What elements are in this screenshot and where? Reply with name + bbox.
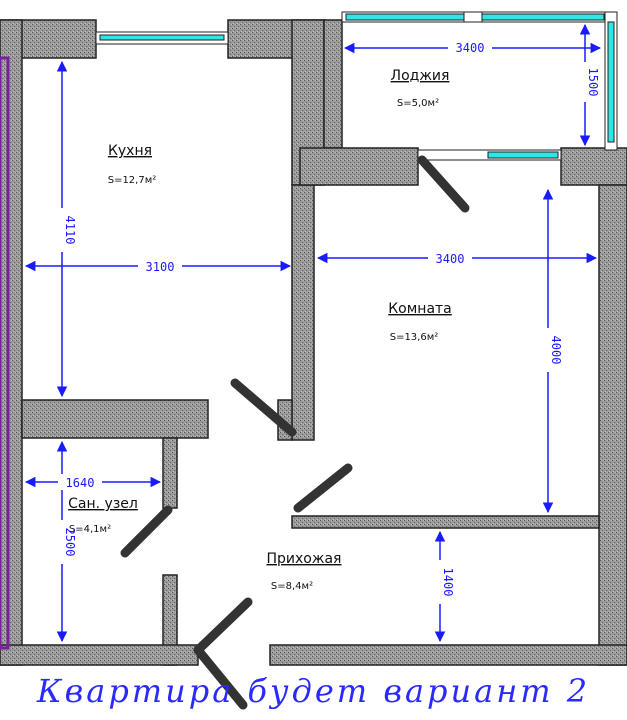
- kitchen-name: Кухня: [108, 143, 152, 159]
- room-area: S=13,6м²: [390, 332, 439, 343]
- hallway-name: Прихожая: [267, 551, 342, 567]
- doors: [120, 155, 470, 710]
- kitchen-door: [230, 378, 297, 437]
- caption: Квартира будет вариант 2: [36, 672, 591, 710]
- walls: [0, 19, 627, 666]
- bathroom-name: Сан. узел: [68, 496, 138, 512]
- dim-hall-height: 1400: [441, 568, 455, 597]
- windows: [95, 11, 618, 161]
- room-name: Комната: [388, 301, 452, 317]
- dim-room-height: 4000: [549, 336, 563, 365]
- hallway-area: S=8,4м²: [271, 581, 313, 592]
- entry-door-swing: [193, 645, 248, 710]
- dim-room-width: 3400: [436, 252, 465, 266]
- loggia-door: [417, 155, 470, 213]
- loggia-name: Лоджия: [391, 68, 450, 84]
- dim-bath-height: 2500: [63, 528, 77, 557]
- kitchen-area: S=12,7м²: [108, 175, 157, 186]
- dim-bath-width: 1640: [66, 476, 95, 490]
- entry-door: [193, 597, 253, 655]
- bathroom-door: [120, 505, 173, 558]
- dim-kitchen-height: 4110: [63, 216, 77, 245]
- loggia-area: S=5,0м²: [397, 98, 439, 109]
- dim-loggia-width: 3400: [456, 41, 485, 55]
- facade-strip: [0, 56, 10, 650]
- room-labels: Кухня S=12,7м² Лоджия S=5,0м² Комната S=…: [68, 68, 452, 592]
- bathroom-area: S=4,1м²: [69, 524, 111, 535]
- dim-loggia-depth: 1500: [586, 68, 600, 97]
- dimension-labels: 3400 1500 4110 3100 3400 4000 1640 2500 …: [54, 40, 600, 604]
- room-door: [293, 463, 353, 513]
- dim-kitchen-width: 3100: [146, 260, 175, 274]
